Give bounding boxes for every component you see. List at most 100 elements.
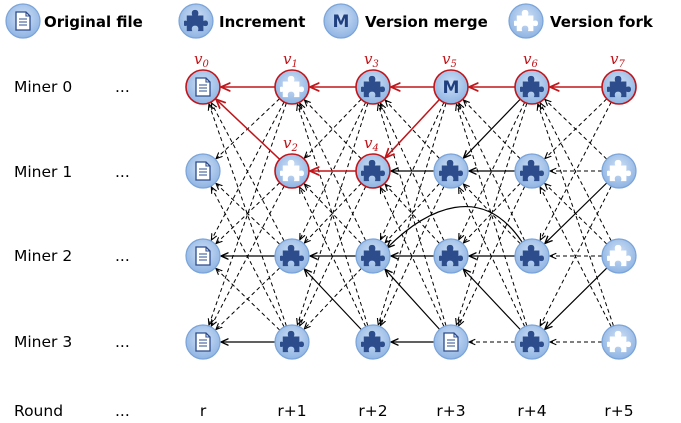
- version-label: v3: [364, 50, 379, 70]
- legend-increment: Increment: [178, 3, 305, 39]
- broadcast-arrow: [538, 104, 614, 327]
- sync-arrow: [545, 267, 608, 329]
- broadcast-arrow: [380, 187, 445, 327]
- round-ellipsis: ...: [115, 402, 130, 420]
- document-icon: [195, 246, 211, 266]
- node-fork: [601, 238, 637, 274]
- broadcast-arrow: [300, 103, 367, 241]
- merge-icon: M: [323, 3, 359, 39]
- broadcast-arrow: [540, 103, 612, 242]
- node-increment: [433, 153, 469, 189]
- round-label: r+4: [517, 402, 546, 420]
- broadcast-arrow: [211, 103, 285, 242]
- round-label: r+3: [436, 402, 465, 420]
- row-label-miner-3: Miner 3: [14, 333, 72, 351]
- fork-icon: [508, 3, 544, 39]
- node-circle: [323, 3, 359, 39]
- broadcast-arrow: [385, 100, 440, 159]
- curved-sync-arrow: [387, 205, 523, 248]
- version-label: v7: [610, 50, 625, 70]
- sync-arrow: [463, 269, 521, 331]
- row-label-miner-0: Miner 0: [14, 78, 72, 96]
- node-file: [185, 238, 221, 274]
- broadcast-arrow: [216, 269, 281, 331]
- row-labels: Miner 0 ... Miner 1 ... Miner 2 ... Mine…: [14, 78, 130, 420]
- node-fork: [274, 69, 310, 105]
- round-label: r+5: [604, 402, 633, 420]
- row-label-miner-2: Miner 2: [14, 247, 72, 265]
- row-ellipsis: ...: [115, 247, 130, 265]
- nodes: M: [185, 69, 637, 360]
- node-increment: [514, 69, 550, 105]
- legend-original-file-label: Original file: [44, 13, 143, 31]
- broadcast-arrow: [540, 187, 612, 328]
- round-labels: r r+1 r+2 r+3 r+4 r+5: [200, 402, 634, 420]
- broadcast-arrow: [385, 184, 440, 244]
- broadcast-arrow: [300, 102, 367, 239]
- legend-increment-label: Increment: [219, 13, 305, 31]
- node-file: [185, 153, 221, 189]
- broadcast-arrow: [378, 104, 447, 326]
- broadcast-arrow: [385, 183, 440, 243]
- version-label: v4: [364, 134, 379, 154]
- legend-original-file: Original file: [5, 3, 143, 39]
- version-label: v6: [523, 50, 538, 70]
- node-increment: [514, 324, 550, 360]
- row-label-miner-1: Miner 1: [14, 163, 72, 181]
- broadcast-arrow: [297, 103, 369, 325]
- broadcast-arrow: [459, 187, 526, 327]
- node-increment: [355, 69, 391, 105]
- version-label: v1: [283, 50, 298, 70]
- node-fork: [274, 153, 310, 189]
- node-file: [185, 69, 221, 105]
- node-increment: [274, 238, 310, 274]
- node-increment: [355, 324, 391, 360]
- edges: [209, 87, 614, 342]
- increment-icon: [178, 3, 214, 39]
- node-increment: [601, 69, 637, 105]
- legend-version-fork: Version fork: [508, 3, 654, 39]
- version-label: v5: [442, 50, 457, 70]
- node-merge: M: [433, 69, 469, 105]
- broadcast-arrow: [211, 187, 285, 328]
- sync-arrow: [463, 98, 521, 158]
- document-icon: [195, 332, 211, 352]
- broadcast-arrow: [545, 100, 608, 160]
- legend-version-merge-label: Version merge: [365, 13, 488, 31]
- node-increment: [514, 238, 550, 274]
- broadcast-arrow: [216, 183, 281, 245]
- node-increment: [433, 238, 469, 274]
- legend: Original file Increment M Version merge …: [5, 3, 654, 39]
- main-chain-arrow: [385, 98, 440, 157]
- legend-version-merge: M Version merge: [323, 3, 488, 39]
- sync-arrow: [545, 182, 608, 244]
- merge-icon-letter: M: [443, 78, 460, 98]
- node-file: [185, 324, 221, 360]
- version-labels: v0 v1 v2 v3 v4 v5 v6 v7: [194, 50, 625, 154]
- broadcast-arrow: [300, 187, 367, 327]
- round-label: r+2: [358, 402, 387, 420]
- legend-version-fork-label: Version fork: [550, 13, 654, 31]
- node-increment: [274, 324, 310, 360]
- node-circle: [433, 69, 469, 105]
- main-chain-arrow: [216, 99, 281, 160]
- document-icon: [195, 77, 211, 97]
- version-label: v2: [283, 134, 298, 154]
- version-label: v0: [194, 50, 209, 70]
- node-increment: [355, 238, 391, 274]
- row-ellipsis: ...: [115, 333, 130, 351]
- node-file: [433, 324, 469, 360]
- merge-icon-letter: M: [333, 12, 350, 32]
- row-ellipsis: ...: [115, 78, 130, 96]
- sync-arrow: [304, 269, 362, 331]
- node-increment: [355, 153, 391, 189]
- node-increment: [514, 153, 550, 189]
- broadcast-arrow: [378, 103, 447, 325]
- node-fork: [601, 153, 637, 189]
- broadcast-arrow: [459, 102, 526, 239]
- broadcast-arrow: [380, 186, 445, 325]
- round-label: r: [200, 402, 207, 420]
- broadcast-arrow: [297, 104, 369, 326]
- broadcast-arrow: [459, 103, 526, 241]
